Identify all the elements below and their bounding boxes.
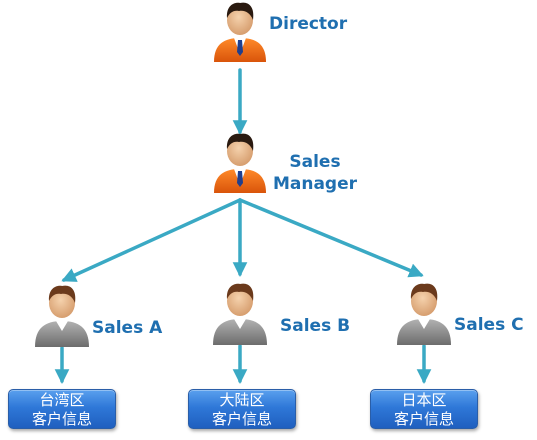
sales-c-label: Sales C — [454, 315, 524, 335]
sales-a-person-icon — [35, 285, 89, 347]
manager-label: Sales Manager — [270, 151, 360, 195]
sales-c-person-icon — [397, 283, 451, 345]
arrow-manager-to-sales-c — [238, 198, 424, 278]
box-line1: 大陆区 — [219, 391, 265, 409]
box-line2: 客户信息 — [393, 410, 454, 428]
customer-info-box-japan: 日本区 客户信息 — [370, 389, 478, 429]
customer-info-box-mainland: 大陆区 客户信息 — [188, 389, 296, 429]
box-line2: 客户信息 — [31, 410, 92, 428]
sales-b-person-icon — [213, 283, 267, 345]
box-line1: 台湾区 — [39, 391, 85, 409]
customer-info-box-taiwan: 台湾区 客户信息 — [8, 389, 116, 429]
sales-b-label: Sales B — [280, 316, 351, 336]
connectors — [54, 68, 432, 384]
box-line2: 客户信息 — [211, 410, 272, 428]
manager-label-line1: Sales — [289, 152, 341, 172]
box-line1: 日本区 — [401, 391, 447, 409]
sales-a-label: Sales A — [92, 318, 163, 338]
manager-person-icon — [214, 133, 266, 193]
manager-label-line2: Manager — [272, 174, 358, 194]
director-person-icon — [214, 2, 266, 62]
director-label: Director — [269, 14, 348, 34]
arrow-manager-to-sales-a — [61, 198, 242, 282]
